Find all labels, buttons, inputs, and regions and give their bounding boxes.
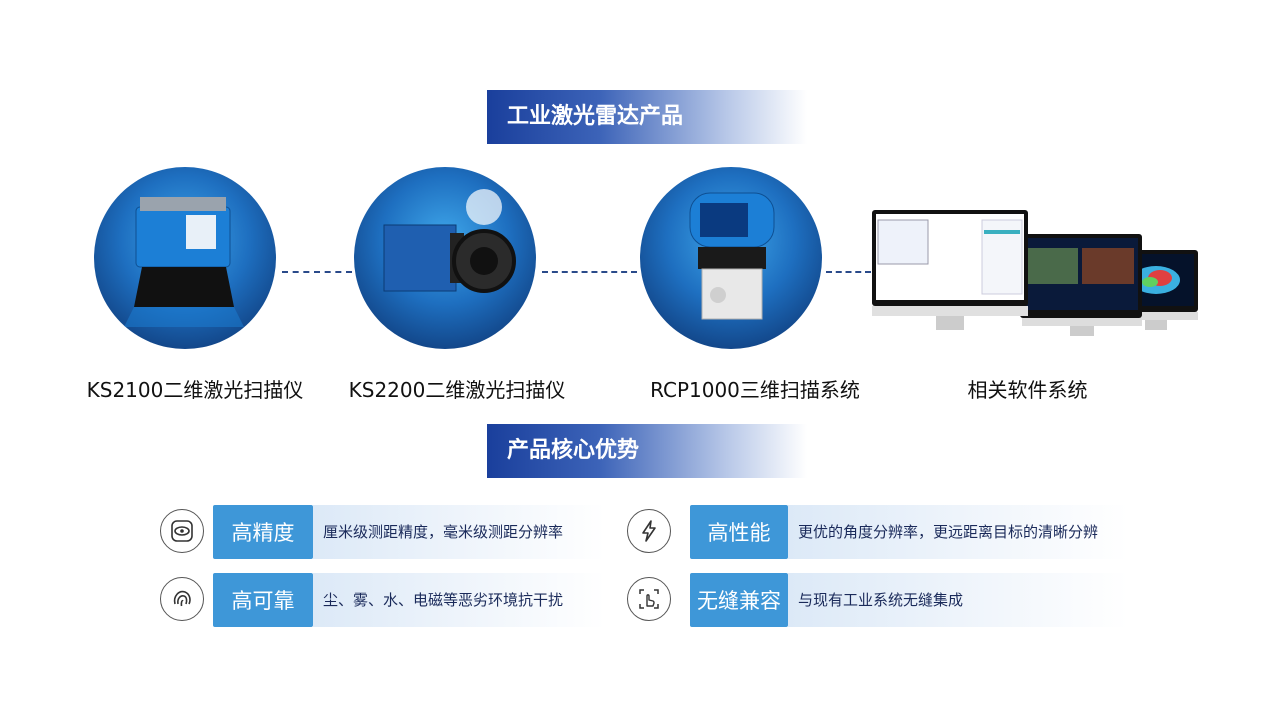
fingerprint-icon xyxy=(160,577,204,621)
rcp1000-scanner-icon xyxy=(689,192,775,320)
product-image-rcp1000[interactable] xyxy=(640,167,822,349)
touch-hand-icon xyxy=(627,577,671,621)
ks2200-scanner-icon xyxy=(383,189,516,293)
ks2100-scanner-icon xyxy=(124,197,244,327)
advantage-label-performance: 高性能 xyxy=(690,505,788,559)
products-section-title: 工业激光雷达产品 xyxy=(487,90,807,144)
advantage-desc-compatibility: 与现有工业系统无缝集成 xyxy=(788,573,1128,627)
product-caption-ks2200: KS2200二维激光扫描仪 xyxy=(348,378,566,402)
product-caption-rcp1000: RCP1000三维扫描系统 xyxy=(650,378,860,402)
monitors-icon xyxy=(872,210,1198,336)
product-image-software[interactable] xyxy=(870,208,1200,338)
product-caption-ks2100: KS2100二维激光扫描仪 xyxy=(86,378,304,402)
advantage-label-compatibility: 无缝兼容 xyxy=(690,573,788,627)
product-caption-software: 相关软件系统 xyxy=(967,378,1088,402)
eye-scan-icon xyxy=(160,509,204,553)
advantage-desc-reliability: 尘、雾、水、电磁等恶劣环境抗干扰 xyxy=(313,573,605,627)
lightning-icon xyxy=(627,509,671,553)
advantage-label-reliability: 高可靠 xyxy=(213,573,313,627)
advantages-section-title: 产品核心优势 xyxy=(487,424,807,478)
product-image-ks2100[interactable] xyxy=(94,167,276,349)
advantage-desc-precision: 厘米级测距精度，毫米级测距分辨率 xyxy=(313,505,605,559)
advantage-label-precision: 高精度 xyxy=(213,505,313,559)
product-image-ks2200[interactable] xyxy=(354,167,536,349)
advantage-desc-performance: 更优的角度分辨率，更远距离目标的清晰分辨 xyxy=(788,505,1128,559)
